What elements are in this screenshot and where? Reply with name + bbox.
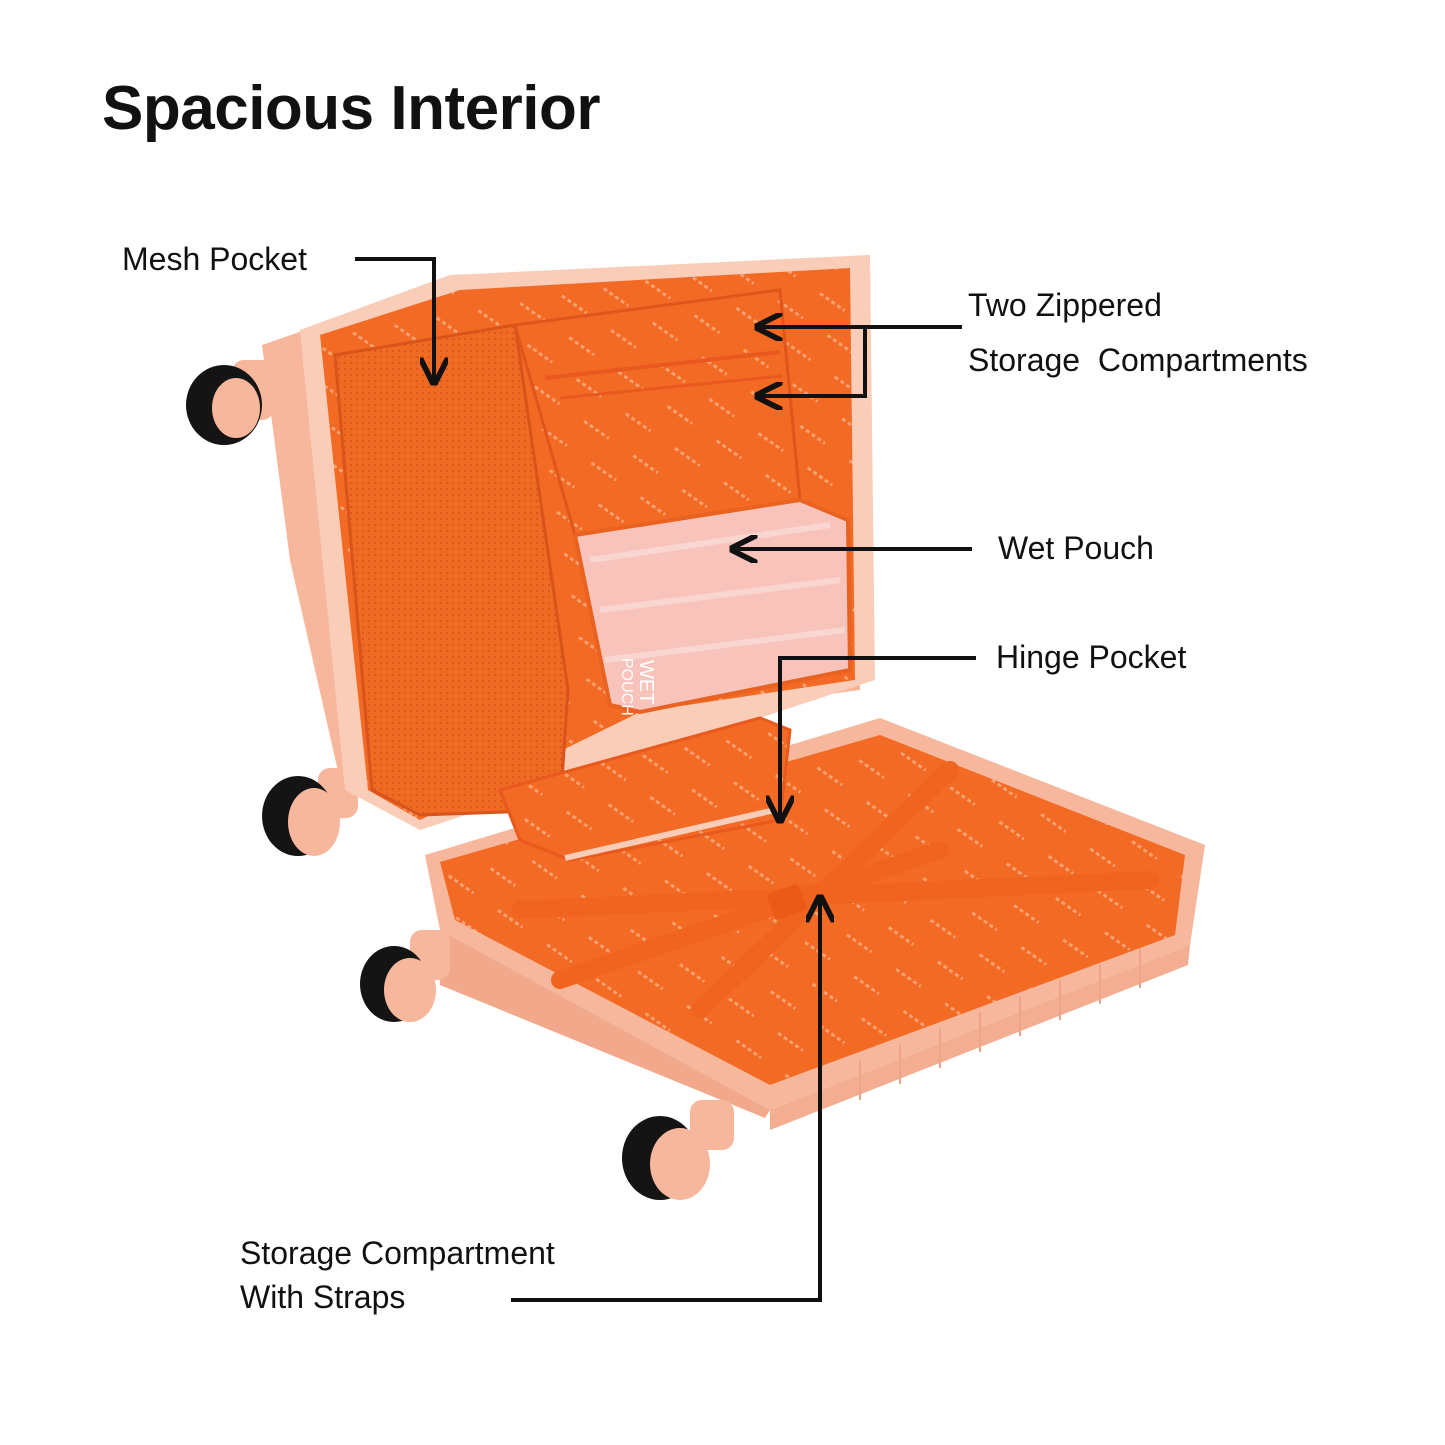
- callout-zippered-line2: Storage Compartments: [968, 342, 1308, 378]
- callout-hinge-pocket: Hinge Pocket: [996, 636, 1186, 679]
- leader-mesh-pocket: [355, 257, 434, 380]
- callout-straps-line2: With Straps: [240, 1279, 406, 1315]
- straps: [511, 761, 1159, 1019]
- pouch-print-wet: WET: [635, 660, 657, 704]
- leader-straps: [511, 900, 820, 1302]
- pouch-print-pouch: POUCH: [618, 658, 635, 716]
- wheel-base-front: [622, 1100, 734, 1200]
- base-shell: [425, 716, 1205, 1130]
- page-title: Spacious Interior: [102, 74, 600, 143]
- callout-zippered-compartments: Two Zippered Storage Compartments: [968, 278, 1308, 388]
- wheel-lid-top: [186, 360, 274, 445]
- callout-zippered-line1: Two Zippered: [968, 287, 1162, 323]
- leader-lines: [355, 257, 976, 1302]
- callout-mesh-pocket-text: Mesh Pocket: [122, 241, 307, 277]
- callout-mesh-pocket: Mesh Pocket: [122, 238, 307, 281]
- callout-wet-pouch-text: Wet Pouch: [998, 530, 1154, 566]
- leader-hinge-pocket: [780, 656, 976, 818]
- wheel-base-left: [360, 930, 450, 1022]
- callout-wet-pouch: Wet Pouch: [998, 527, 1154, 570]
- lid-lining: WET POUCH: [320, 268, 855, 820]
- callout-straps-line1: Storage Compartment: [240, 1235, 555, 1271]
- callout-hinge-pocket-text: Hinge Pocket: [996, 639, 1187, 675]
- callout-straps: Storage Compartment With Straps: [240, 1231, 555, 1319]
- leader-zippered-bottom: [760, 327, 867, 396]
